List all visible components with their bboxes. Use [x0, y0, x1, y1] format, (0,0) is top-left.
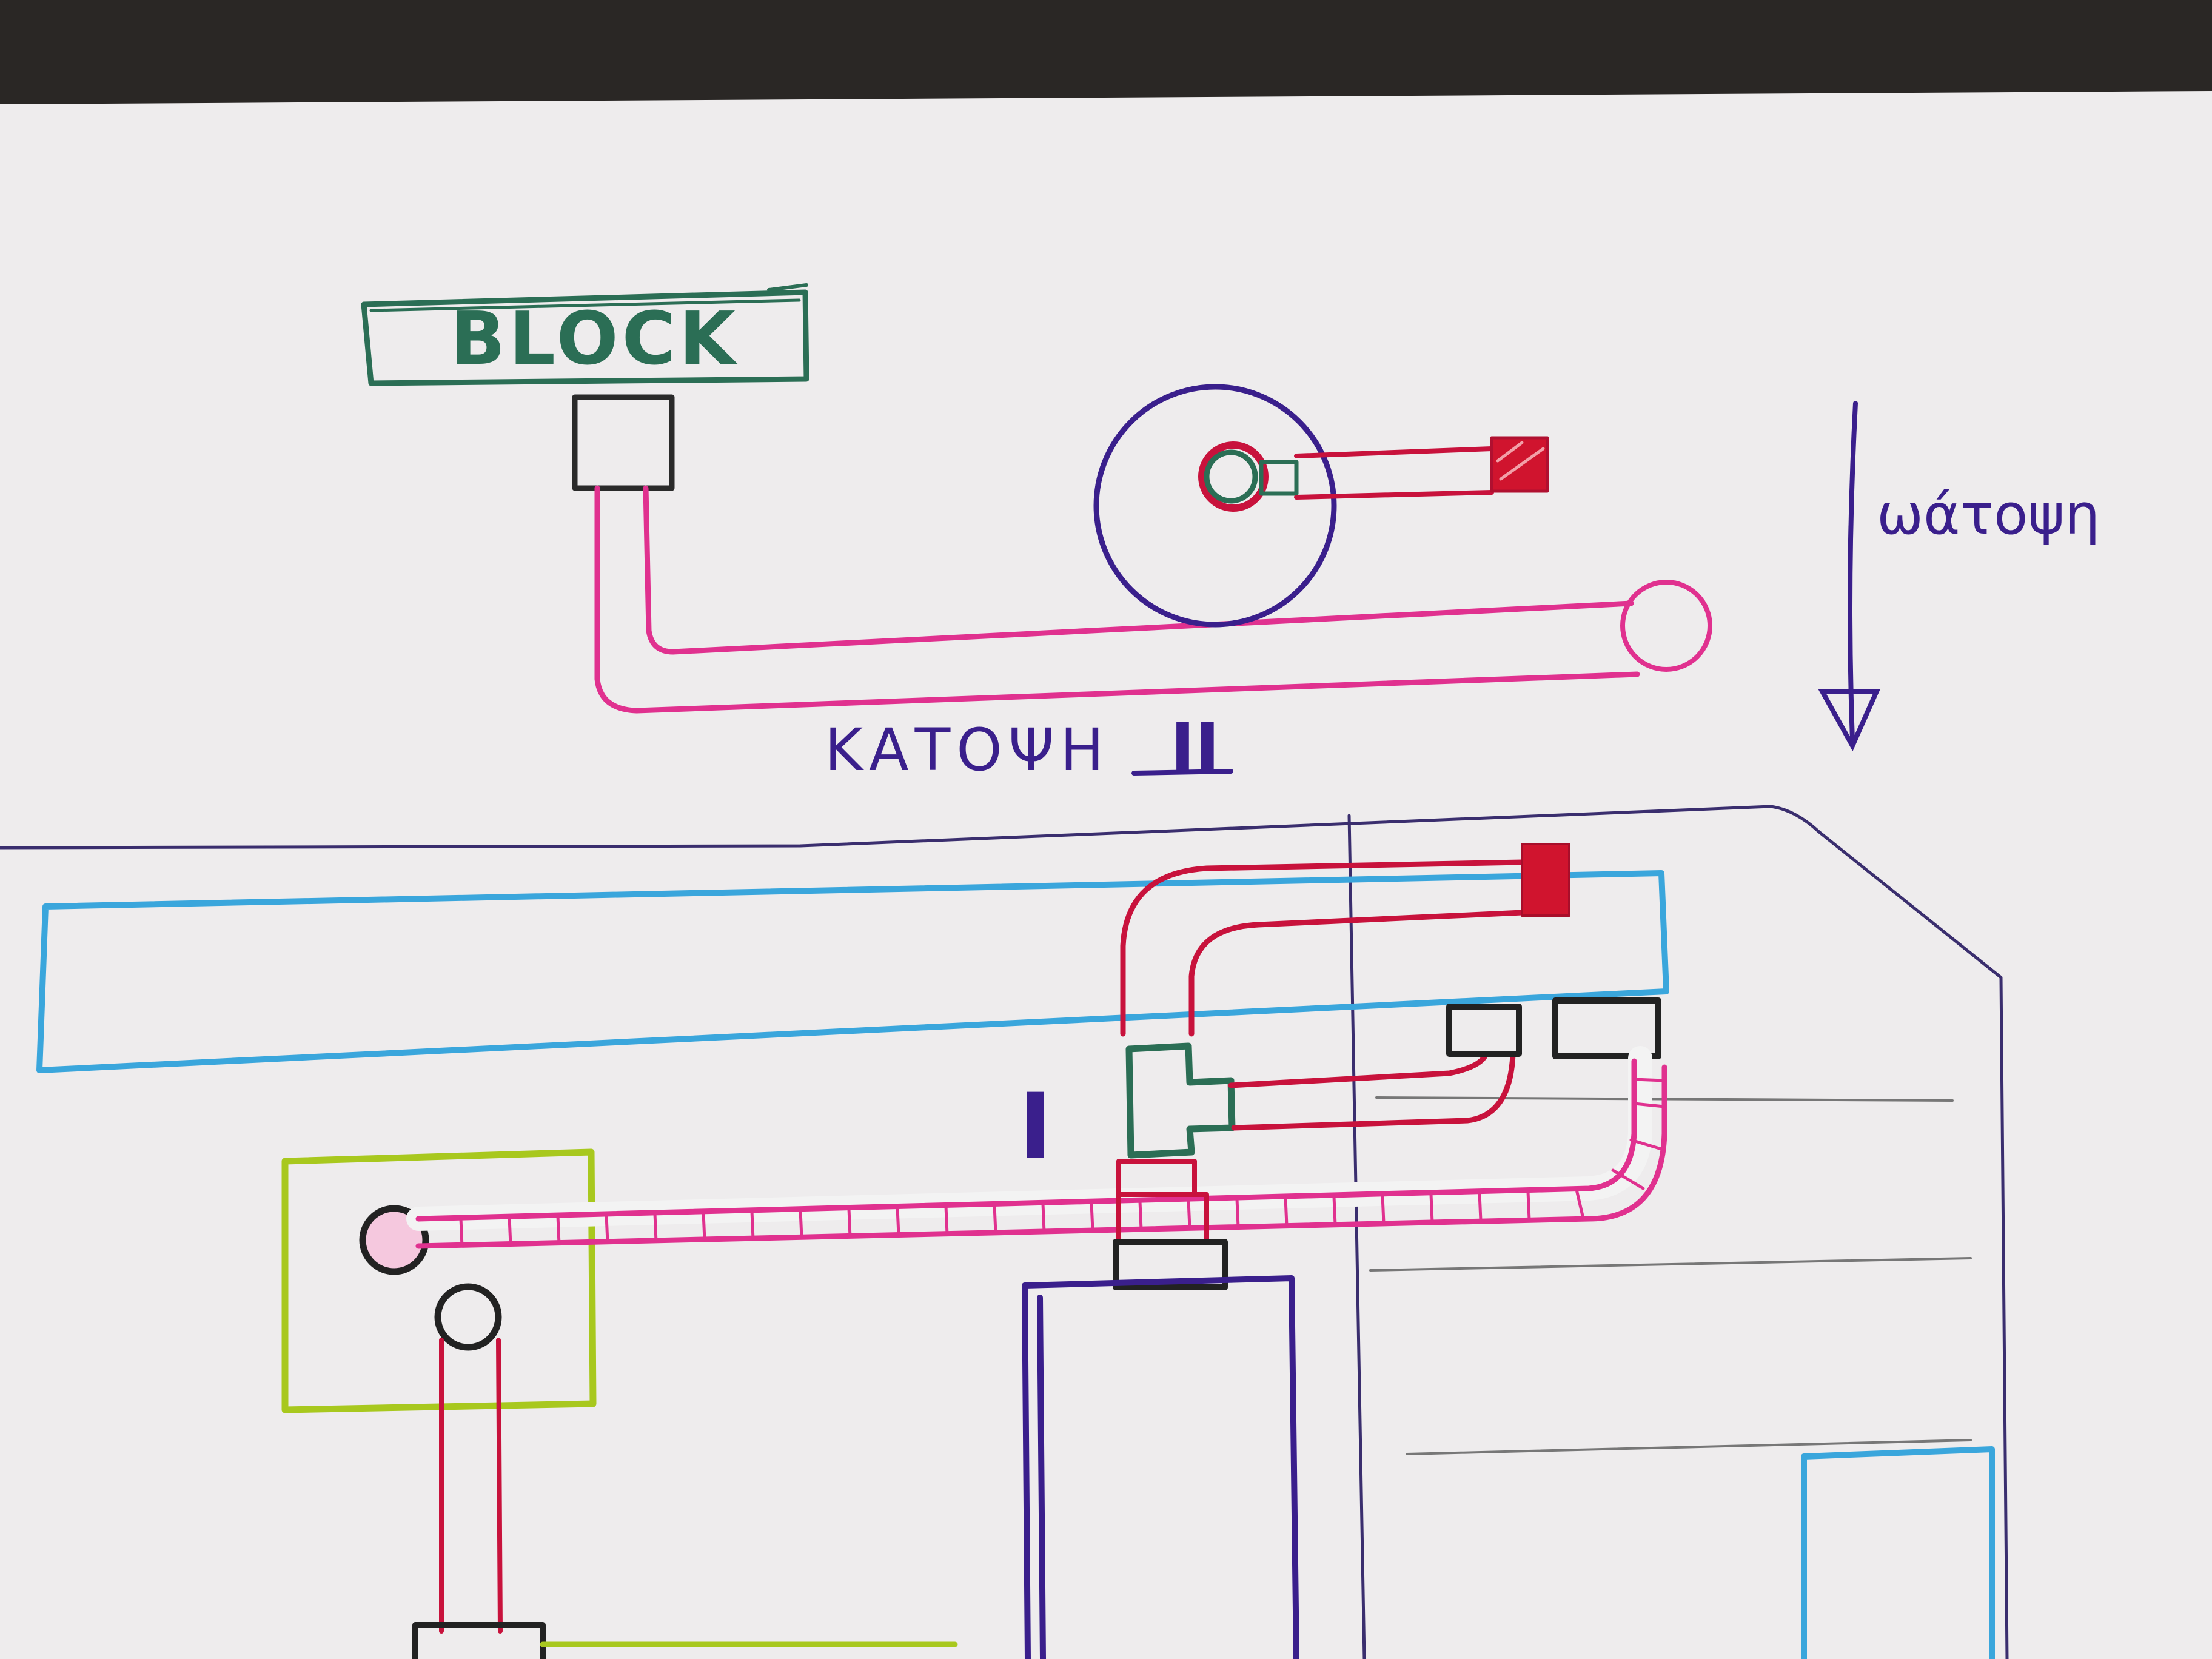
plan-red-block: [1490, 436, 1549, 493]
center-riser: [1113, 1159, 1228, 1290]
side-red-pipe: [1120, 859, 1525, 1037]
plan-view: BLOCK ΚΑΤΟΨΗ II: [361, 283, 1712, 786]
blue-cabinet: [1801, 1446, 1995, 1659]
hose-ribs: [459, 1078, 1666, 1248]
plan-rotor-circle: [1093, 384, 1337, 628]
block-label: BLOCK: [450, 297, 739, 381]
view-direction-arrow: [1818, 401, 1881, 751]
block-connector: [572, 394, 675, 491]
plan-red-block-hatch: [1496, 441, 1545, 481]
plan-view-label: ΚΑΤΟΨΗ: [825, 716, 1110, 784]
direction-label: ωάτοψη: [1877, 482, 2100, 547]
lime-box-outlet-bottom: [434, 1283, 502, 1351]
side-red-block: [1521, 843, 1570, 917]
section-marker: I: [1019, 1074, 1053, 1180]
side-view: I: [0, 805, 2009, 1659]
lime-box: [281, 1148, 597, 1413]
plan-pipe-end-circle: [1620, 580, 1712, 672]
plan-pipe: [594, 485, 1640, 714]
blue-beam: [36, 870, 1669, 1073]
plan-rod: [1294, 446, 1494, 500]
plan-view-underline: [1131, 769, 1233, 776]
corrugated-hose: [406, 1046, 1667, 1249]
plan-hub-arm: [1259, 460, 1299, 496]
purple-pillar: [1022, 1275, 1299, 1659]
block-box: [361, 283, 809, 386]
plan-hub-outer: [1198, 441, 1269, 512]
frame-outline: [0, 805, 2009, 1659]
plan-hub-inner: [1204, 449, 1258, 504]
lower-black-box: [412, 1622, 546, 1659]
black-connector-right: [1552, 997, 1661, 1059]
paper-sheet: [0, 91, 2212, 1659]
side-red-branch: [1228, 1052, 1516, 1131]
lime-box-drain-pipes: [439, 1338, 503, 1634]
black-connector-left: [1446, 1004, 1522, 1057]
